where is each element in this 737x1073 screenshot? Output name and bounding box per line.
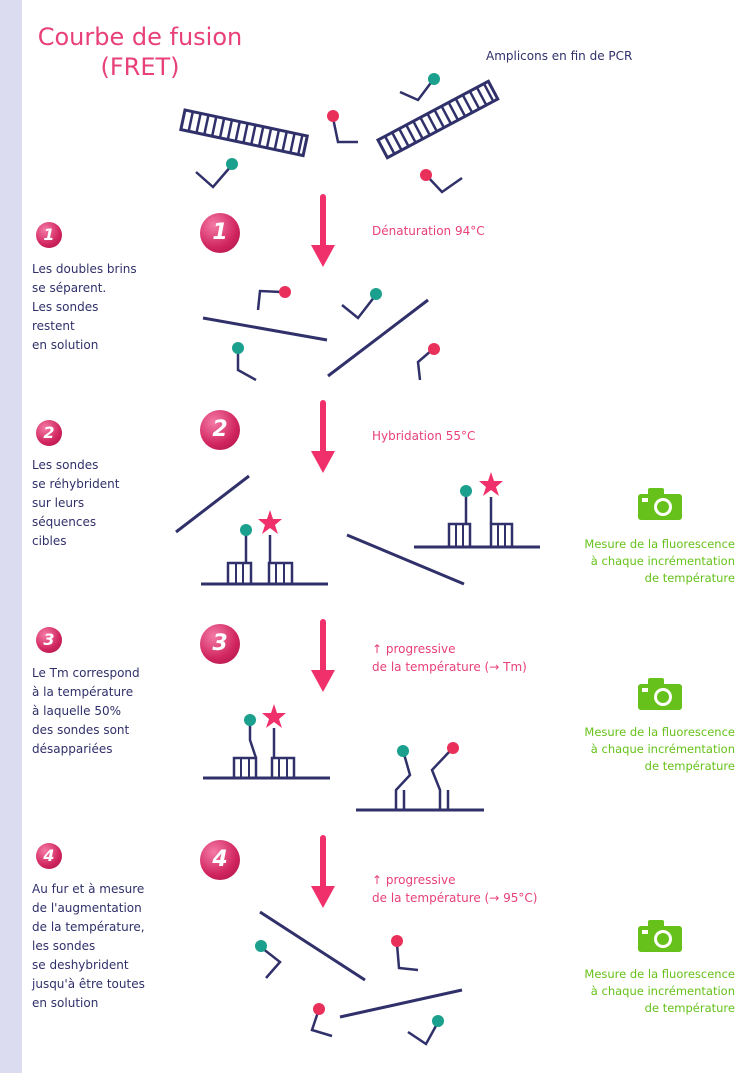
single-strand-4b (339, 988, 463, 1019)
step-4-description: Au fur et à mesure de l'augmentation de … (32, 882, 145, 1010)
step-3-small-badge: 3 (36, 627, 62, 653)
title-line-1: Courbe de fusion (37, 23, 243, 51)
camera-icon-4 (638, 920, 682, 952)
down-arrow-icon-4 (311, 838, 335, 908)
amplicon-right (375, 79, 500, 160)
amplicons-label: Amplicons en fin de PCR (486, 49, 633, 63)
step-1-big-badge: 1 (200, 213, 240, 253)
step-4-action: ↑ progressive de la température (→ 95°C) (372, 873, 538, 905)
fret-star-icon-2a (258, 510, 282, 534)
step-4-big-badge: 4 (200, 840, 240, 880)
probe-red-1b (416, 343, 440, 381)
probe-teal-1a (341, 288, 382, 320)
probe-teal-top-right (399, 73, 440, 102)
amplicon-left (179, 108, 310, 158)
camera-icon-3 (638, 678, 682, 710)
dehybridizing-complex-3-right (356, 742, 484, 812)
fluo-measure-label-step-2: Mesure de la fluorescence à chaque incré… (584, 537, 735, 585)
probe-teal-1b (232, 342, 257, 382)
probe-teal-4b (407, 1015, 444, 1046)
camera-icon-2 (638, 488, 682, 520)
probe-red-top (327, 110, 358, 144)
fret-star-icon-3 (262, 704, 286, 728)
single-strand-2a (175, 474, 250, 534)
step-2-small-badge: 2 (36, 420, 62, 446)
probe-teal-top-left (195, 158, 238, 189)
hybrid-complex-2-right (414, 485, 540, 549)
probe-red-4b (310, 1003, 333, 1038)
title-line-2: (FRET) (100, 53, 180, 81)
single-strand-4a (259, 910, 366, 982)
step-3-big-badge: 3 (200, 624, 240, 664)
probe-red-top-right (420, 169, 463, 194)
step-3-action: ↑ progressive de la température (→ Tm) (372, 642, 527, 674)
hybrid-complex-3-left (203, 714, 330, 780)
step-1-description: Les doubles brins se séparent. Les sonde… (32, 262, 137, 352)
step-2-big-badge: 2 (200, 410, 240, 450)
probe-red-4a (391, 935, 419, 972)
probe-teal-4a (255, 940, 282, 979)
step-2-description: Les sondes se réhybrident sur leurs séqu… (32, 458, 120, 548)
hybrid-complex-2-left (201, 524, 328, 586)
down-arrow-icon-1 (311, 197, 335, 267)
single-strand-1a (202, 316, 328, 342)
probe-red-1a (256, 286, 291, 311)
fluo-measure-label-step-3: Mesure de la fluorescence à chaque incré… (584, 725, 735, 773)
step-1-small-badge: 1 (36, 222, 62, 248)
step-4-small-badge: 4 (36, 843, 62, 869)
down-arrow-icon-2 (311, 403, 335, 473)
step-1-action: Dénaturation 94°C (372, 224, 485, 238)
single-strand-2b (346, 533, 465, 586)
step-2-action: Hybridation 55°C (372, 429, 476, 443)
page-title: Courbe de fusion (FRET) (30, 22, 250, 82)
single-strand-1b (327, 298, 429, 378)
fluo-measure-label-step-4: Mesure de la fluorescence à chaque incré… (584, 967, 735, 1015)
step-3-description: Le Tm correspond à la température à laqu… (32, 666, 140, 756)
fret-star-icon-2b (479, 472, 503, 496)
left-accent-bar (0, 0, 22, 1073)
down-arrow-icon-3 (311, 622, 335, 692)
